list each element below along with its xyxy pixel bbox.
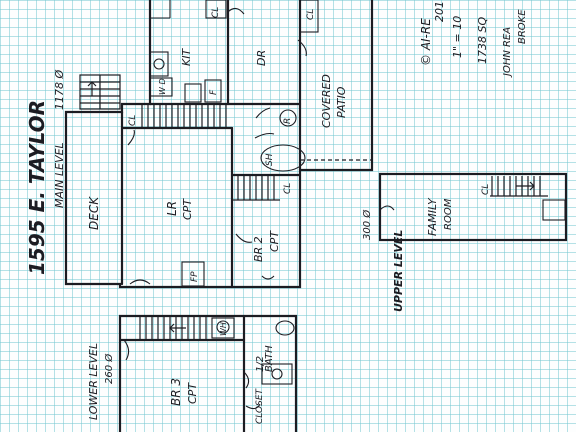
washer-dryer [149,77,173,97]
shower [260,144,306,172]
room-kit: KIT [180,48,193,66]
room-family-1: FAMILY [426,197,439,236]
property-title: 1595 E. TAYLOR [25,100,49,275]
lower-level-plan [118,314,298,432]
room-br3: BR 3 [169,378,183,406]
door-swings [127,7,307,285]
upper-level-sqft: 300 Ø [361,209,373,240]
mark-r: R [283,118,293,124]
range [184,83,202,103]
lower-stairs-arrow [169,323,186,333]
credit-year: 201 [433,1,446,22]
credit-total: 1738 SQ [476,17,489,64]
entry-stairs-arrow [87,81,97,96]
mark-wd: W D [158,78,167,95]
br2-stairs [232,175,280,201]
mark-cl-dr: CL [306,9,316,20]
mark-f: F [209,89,219,95]
room-patio-2: PATIO [335,86,348,118]
room-br2: BR 2 [252,236,265,262]
mark-cl-br2: CL [283,183,293,194]
lower-level-walls [118,314,298,432]
mark-cl-kit: CL [211,7,221,18]
lower-level-sqft: 260 Ø [103,353,115,384]
mark-wh: WH [219,322,228,336]
counter-kitchen [149,0,171,19]
toilet [279,109,297,127]
credit-agent: JOHN REA [502,27,513,78]
mark-sh: SH [265,153,275,166]
mark-fp: FP [190,271,200,282]
room-deck: DECK [87,196,101,230]
credit-scale: 1" = 10 [451,16,464,58]
room-br2-floor: CPT [268,230,281,252]
mark-cl-upper: CL [481,184,491,195]
room-lr: LR [165,201,179,216]
room-bath-2: BATH [264,345,275,372]
lower-door-swings [123,339,261,410]
room-br3-floor: CPT [186,382,199,404]
water-heater [211,317,235,339]
room-closet: CLOSET [255,387,265,424]
main-level-label: MAIN LEVEL [53,142,66,208]
kitchen-closet [205,0,227,19]
credit-copyright: © AI-RE [419,18,433,66]
fireplace [181,261,205,287]
room-family-2: ROOM [443,198,454,230]
lr-stairs [141,104,227,128]
upper-level-label: UPPER LEVEL [392,230,405,312]
lower-sink [261,363,293,385]
main-level-walls [64,0,374,289]
room-patio-1: COVERED [320,74,333,128]
mark-cl-lr: CL [128,115,138,126]
upper-level-walls [378,172,568,242]
fridge [204,79,222,103]
room-lr-floor: CPT [181,198,194,220]
room-bath-1: 1/2 [255,356,266,372]
main-level-plan [64,0,374,289]
kitchen-sink [149,51,169,77]
lower-toilet [275,320,295,336]
upper-level-plan [378,172,568,242]
upper-closet [542,199,566,221]
lower-level-label: LOWER LEVEL [87,343,100,420]
main-level-sqft: 1178 Ø [53,70,66,110]
upper-stairs-arrow [516,181,535,191]
credit-broker: BROKE [517,9,528,44]
dining-closet [299,0,319,33]
room-dr: DR [255,50,268,66]
